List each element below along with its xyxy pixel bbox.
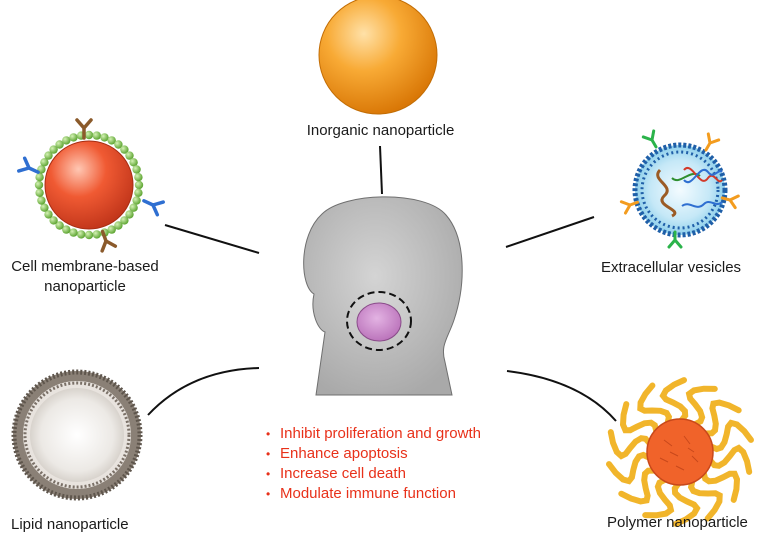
membrane-bead <box>35 173 44 182</box>
connector-polymer <box>506 370 617 422</box>
membrane-bead <box>69 133 78 142</box>
membrane-bead <box>125 151 134 160</box>
membrane-bead <box>40 158 49 167</box>
membrane-bead <box>129 203 138 212</box>
polymer-arm <box>637 382 673 431</box>
membrane-bead <box>125 210 134 219</box>
membrane-bead <box>100 133 109 142</box>
membrane-bead <box>55 221 64 230</box>
effects-list: Inhibit proliferation and growth Enhance… <box>266 424 481 504</box>
cell-membrane-nanoparticle-icon <box>17 118 165 253</box>
polymer-arm <box>685 385 718 429</box>
polymer-arm <box>700 464 741 503</box>
label-polymer-nanoparticle: Polymer nanoparticle <box>607 514 748 531</box>
connector-extracellular <box>505 216 595 248</box>
membrane-bead <box>84 130 94 140</box>
antibody-icon <box>17 118 165 253</box>
polymer-nanoparticle-icon <box>606 377 754 527</box>
dna-helix-icon <box>683 166 723 184</box>
membrane-bead <box>62 225 71 234</box>
polymer-arm <box>607 429 656 460</box>
effect-item: Increase cell death <box>266 464 481 484</box>
polymer-arm <box>703 419 754 453</box>
connector-cell-membrane <box>164 224 260 254</box>
label-cell-membrane-line2: nanoparticle <box>44 278 126 295</box>
polymer-arms <box>606 377 754 527</box>
membrane-bead <box>49 145 58 154</box>
connector-inorganic <box>379 145 383 195</box>
effect-item: Enhance apoptosis <box>266 444 481 464</box>
membrane-bead <box>120 145 129 154</box>
membrane-bead <box>114 221 123 230</box>
polymer-arm <box>697 399 742 437</box>
polymer-arm <box>618 467 663 505</box>
label-cell-membrane-line1: Cell membrane-based <box>11 258 159 275</box>
polymer-arm <box>671 476 701 527</box>
membrane-bead <box>92 131 102 140</box>
membrane-bead <box>35 188 44 197</box>
head-silhouette-icon <box>303 196 463 396</box>
membrane-bead <box>134 180 144 190</box>
label-lipid-nanoparticle: Lipid nanoparticle <box>11 516 129 533</box>
polymer-arm <box>687 473 723 522</box>
membrane-bead <box>69 228 78 237</box>
membrane-bead <box>49 216 58 225</box>
membrane-bead <box>107 136 116 145</box>
membrane-bead <box>132 196 141 205</box>
effect-item: Inhibit proliferation and growth <box>266 424 481 444</box>
connector-lipid <box>147 367 260 416</box>
membrane-bead <box>134 188 143 197</box>
membrane-bead <box>92 230 102 239</box>
polymer-arm <box>659 377 689 428</box>
extracellular-vesicle-icon <box>619 129 740 249</box>
label-extracellular-vesicles: Extracellular vesicles <box>601 259 742 276</box>
connector-lines <box>147 145 617 422</box>
membrane-bead <box>40 203 49 212</box>
polymer-arm <box>642 475 675 519</box>
polymer-arm <box>606 451 657 485</box>
label-cell-membrane-nanoparticle: Cell membrane-based nanoparticle <box>0 257 170 297</box>
inorganic-nanoparticle-icon <box>318 0 438 115</box>
membrane-beads <box>34 130 144 240</box>
effect-item: Modulate immune function <box>266 484 481 504</box>
membrane-bead <box>55 140 64 149</box>
membrane-bead <box>44 210 53 219</box>
membrane-bead <box>37 196 46 205</box>
polymer-arm <box>619 401 660 440</box>
membrane-bead <box>129 158 138 167</box>
lipid-nanoparticle-icon <box>11 369 143 501</box>
membrane-bead <box>34 180 44 190</box>
membrane-bead <box>120 216 129 225</box>
tumor-icon <box>346 291 412 351</box>
membrane-bead <box>114 140 123 149</box>
membrane-bead <box>107 225 116 234</box>
membrane-bead <box>84 230 94 240</box>
label-inorganic-nanoparticle: Inorganic nanoparticle <box>306 122 455 139</box>
membrane-bead <box>132 165 141 174</box>
membrane-bead <box>44 151 53 160</box>
membrane-bead <box>62 136 71 145</box>
membrane-bead <box>134 173 143 182</box>
polymer-arm <box>704 444 753 475</box>
membrane-bead <box>77 230 86 239</box>
